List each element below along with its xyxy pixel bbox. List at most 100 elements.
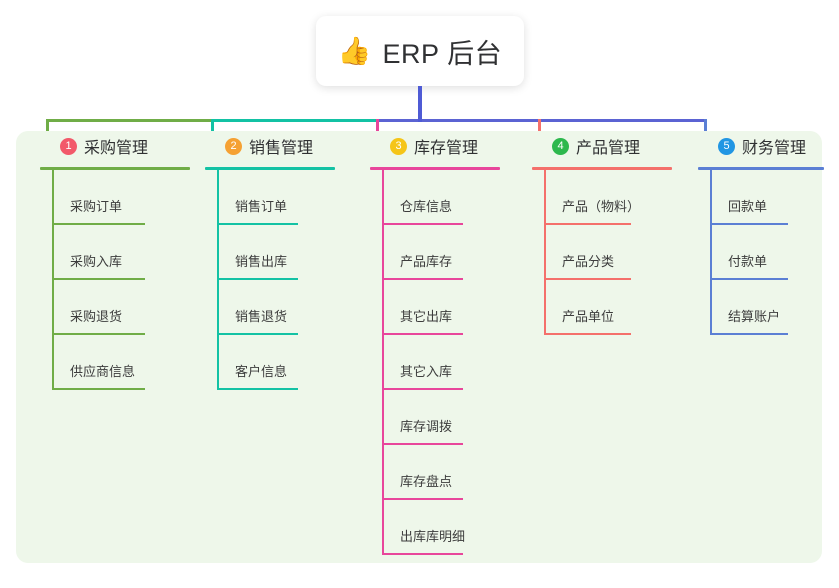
connector-bus-indigo — [376, 119, 707, 122]
branch-column-4: 4 产品管理产品（物料） 产品分类产品单位 — [532, 131, 672, 335]
branch-item-label: 结算账户 — [728, 309, 781, 324]
branch-item-stem — [382, 280, 384, 335]
connector-bus-teal — [211, 119, 379, 122]
branch-item-rule — [710, 333, 788, 335]
branch-item[interactable]: 库存调拨 — [370, 390, 500, 445]
connector-bus-green — [46, 119, 214, 122]
branch-item-rule — [710, 278, 788, 280]
thumbs-up-icon: 👍 — [337, 35, 372, 66]
branch-header-5[interactable]: 5 财务管理 — [698, 131, 824, 161]
branch-item-label: 销售出库 — [235, 254, 288, 269]
branch-header-rule — [532, 167, 672, 170]
branch-item-rule — [382, 388, 463, 390]
branch-item[interactable]: 销售退货 — [205, 280, 335, 335]
root-node-title: ERP 后台 — [382, 38, 503, 69]
branch-item[interactable]: 产品库存 — [370, 225, 500, 280]
branch-item-label: 产品（物料） — [562, 199, 641, 214]
branch-item-stem — [382, 170, 384, 225]
branch-item-label: 采购订单 — [70, 199, 123, 214]
branch-title: 库存管理 — [414, 140, 479, 157]
branch-item-label: 其它出库 — [400, 309, 453, 324]
branch-title: 财务管理 — [742, 140, 807, 157]
branch-item-rule — [382, 278, 463, 280]
branch-item[interactable]: 采购退货 — [40, 280, 190, 335]
branch-title: 产品管理 — [576, 140, 641, 157]
branch-item-stem — [217, 280, 219, 335]
branch-item[interactable]: 仓库信息 — [370, 170, 500, 225]
branch-item-stem — [217, 170, 219, 225]
branch-item-label: 其它入库 — [400, 364, 453, 379]
branch-item-label: 产品单位 — [562, 309, 615, 324]
branch-item-label: 采购退货 — [70, 309, 123, 324]
branch-item-rule — [52, 388, 145, 390]
branch-item-label: 销售退货 — [235, 309, 288, 324]
branch-item-stem — [217, 225, 219, 280]
branch-item-stem — [382, 500, 384, 555]
branch-item[interactable]: 采购订单 — [40, 170, 190, 225]
branch-item-rule — [382, 443, 463, 445]
branch-item[interactable]: 出库库明细 — [370, 500, 500, 555]
branch-item[interactable]: 库存盘点 — [370, 445, 500, 500]
branch-item[interactable]: 其它入库 — [370, 335, 500, 390]
branch-header-rule — [40, 167, 190, 170]
branch-item-label: 回款单 — [728, 199, 768, 214]
root-node-card[interactable]: 👍 ERP 后台 — [316, 16, 524, 86]
branch-header-rule — [205, 167, 335, 170]
branch-index-badge: 2 — [225, 137, 242, 155]
branch-item-label: 付款单 — [728, 254, 768, 269]
branch-item-stem — [52, 170, 54, 225]
branch-column-5: 5 财务管理回款单付款单结算账户 — [698, 131, 824, 335]
branch-items: 采购订单采购入库采购退货供应商信息 — [40, 170, 190, 390]
branch-item[interactable]: 产品分类 — [532, 225, 672, 280]
branch-item-stem — [544, 280, 546, 335]
branch-item-rule — [382, 223, 463, 225]
branch-items: 销售订单销售出库销售退货客户信息 — [205, 170, 335, 390]
branch-item-label: 采购入库 — [70, 254, 123, 269]
branch-item[interactable]: 回款单 — [698, 170, 824, 225]
branch-item[interactable]: 销售订单 — [205, 170, 335, 225]
branch-item[interactable]: 付款单 — [698, 225, 824, 280]
branch-header-rule — [698, 167, 824, 170]
branch-item[interactable]: 其它出库 — [370, 280, 500, 335]
branch-item-rule — [544, 333, 631, 335]
branch-header-3[interactable]: 3 库存管理 — [370, 131, 500, 161]
branch-items: 仓库信息产品库存其它出库其它入库库存调拨库存盘点出库库明细 — [370, 170, 500, 555]
branch-column-3: 3 库存管理仓库信息产品库存其它出库其它入库库存调拨库存盘点出库库明细 — [370, 131, 500, 555]
branch-index-badge: 3 — [390, 137, 407, 155]
branch-item[interactable]: 产品（物料） — [532, 170, 672, 225]
branch-item[interactable]: 结算账户 — [698, 280, 824, 335]
branch-header-2[interactable]: 2 销售管理 — [205, 131, 335, 161]
branch-item-rule — [217, 278, 298, 280]
branch-item-stem — [710, 170, 712, 225]
branch-item-stem — [217, 335, 219, 390]
branch-item[interactable]: 供应商信息 — [40, 335, 190, 390]
branch-item-rule — [544, 223, 631, 225]
branch-index-badge: 5 — [718, 137, 735, 155]
branch-column-2: 2 销售管理销售订单销售出库销售退货客户信息 — [205, 131, 335, 390]
branch-item-rule — [217, 388, 298, 390]
branch-item-label: 销售订单 — [235, 199, 288, 214]
branch-item[interactable]: 销售出库 — [205, 225, 335, 280]
branch-items: 产品（物料） 产品分类产品单位 — [532, 170, 672, 335]
branch-item[interactable]: 采购入库 — [40, 225, 190, 280]
branch-item-label: 客户信息 — [235, 364, 288, 379]
branch-item[interactable]: 产品单位 — [532, 280, 672, 335]
branch-item-stem — [382, 390, 384, 445]
branch-item-rule — [52, 278, 145, 280]
branch-item-label: 供应商信息 — [70, 364, 136, 379]
branch-item-stem — [52, 225, 54, 280]
branch-item-label: 产品分类 — [562, 254, 615, 269]
connector-trunk — [418, 86, 422, 122]
branch-index-badge: 4 — [552, 137, 569, 155]
branch-item[interactable]: 客户信息 — [205, 335, 335, 390]
branch-header-4[interactable]: 4 产品管理 — [532, 131, 672, 161]
branch-item-rule — [544, 278, 631, 280]
branch-item-rule — [217, 333, 298, 335]
branch-title: 销售管理 — [249, 140, 314, 157]
branch-item-rule — [710, 223, 788, 225]
branch-item-label: 库存调拨 — [400, 419, 453, 434]
